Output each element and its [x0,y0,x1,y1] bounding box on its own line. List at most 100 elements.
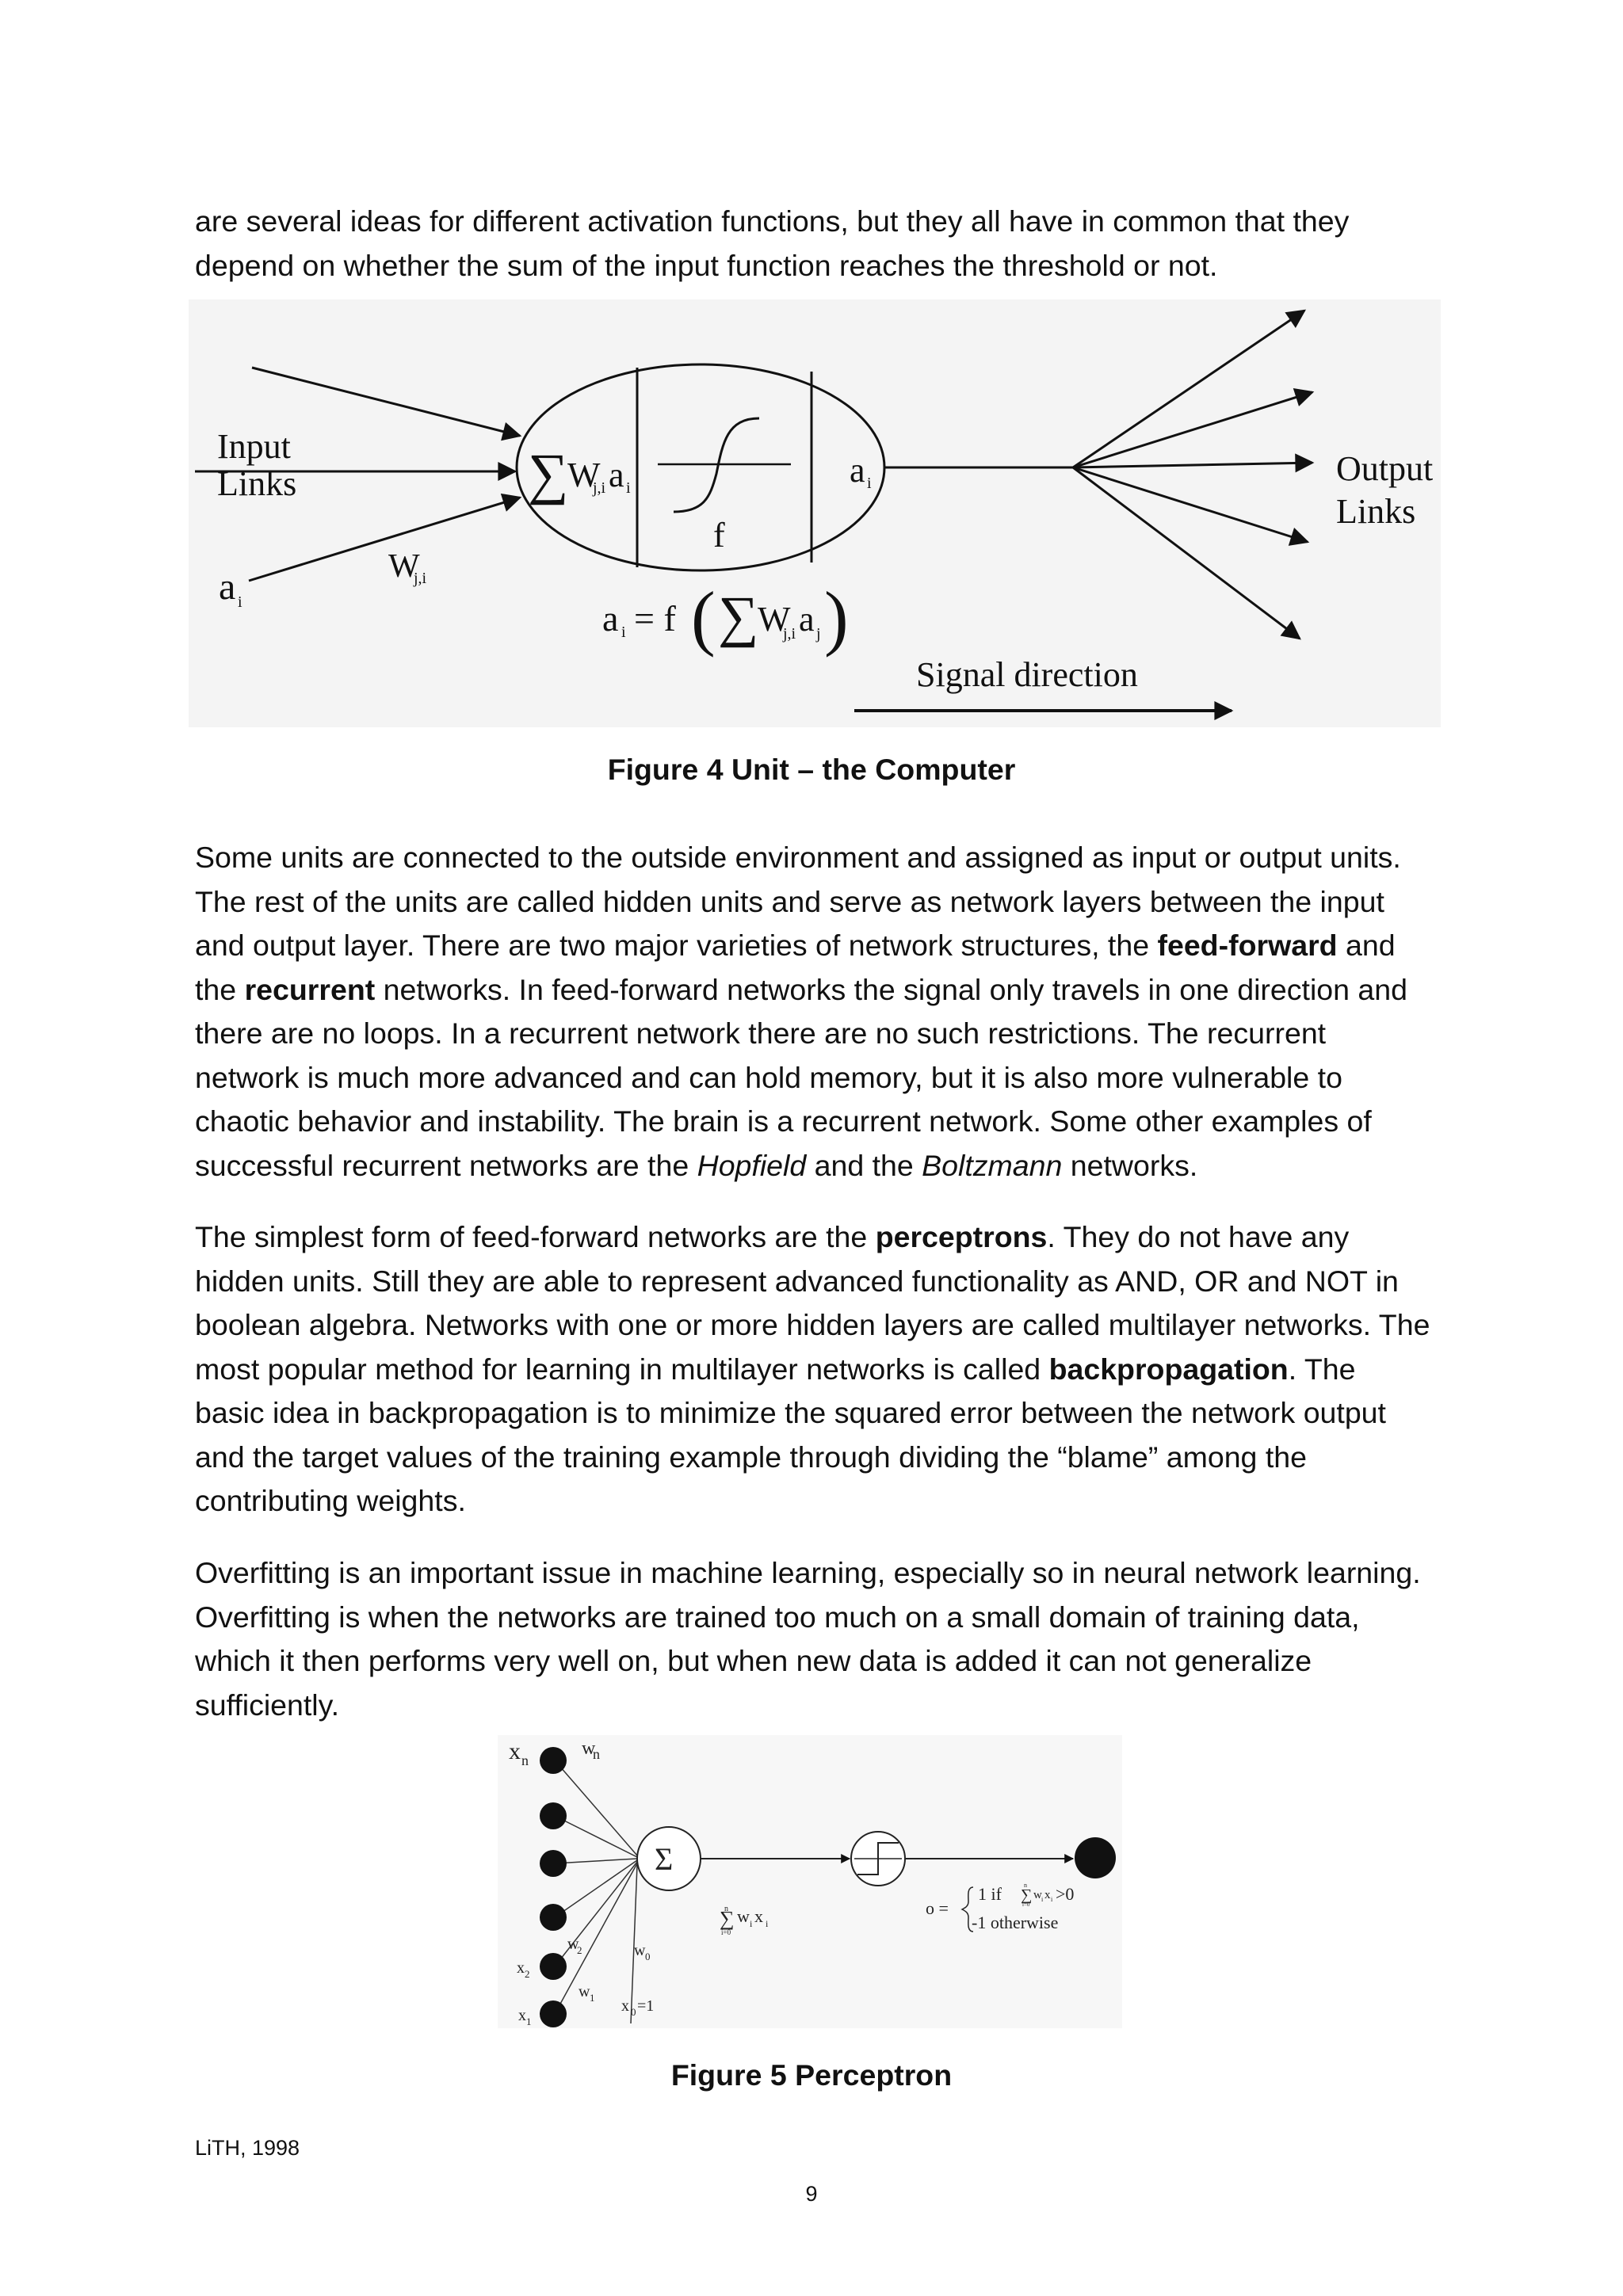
activation-curve [673,417,760,513]
label-wn-subscript: n [593,1746,600,1762]
formula-activation: a [799,600,815,639]
page-number: 9 [805,2182,818,2206]
output-case-1-w-subscript: i [1041,1896,1044,1903]
figure-5-background [498,1735,1122,2028]
figure-5-perceptron-diagram: x n w n w 2 x 2 w 1 x 1 w 0 x 0 =1 Σ n ∑… [498,1735,1122,2028]
label-w1-subscript: 1 [590,1992,595,2004]
output-case-1-sum-bottom: i=0 [1022,1901,1030,1908]
weight-label: W [388,548,420,585]
input-node-x2 [540,1953,567,1980]
formula-lhs: a [602,598,618,639]
footer-source: LiTH, 1998 [195,2136,300,2160]
output-case-1: 1 if [978,1884,1002,1904]
sum-expr-x-subscript: i [766,1918,769,1929]
input-node-3 [540,1850,567,1877]
label-x1: x [518,2007,526,2024]
output-label-line1: Output [1336,449,1433,488]
label-wn: w [582,1738,596,1759]
sum-expr-symbol: ∑ [720,1907,735,1930]
formula-weight-subscript: j,i [782,625,796,643]
formula-sum-symbol: ∑ [718,585,758,648]
connection-x2 [554,1861,638,1967]
sum-expr-w: w [737,1906,750,1926]
output-label-line2: Links [1336,492,1415,531]
activation-f-label: f [713,516,725,555]
label-w2-subscript: 2 [577,1944,582,1956]
sum-expr-x: x [754,1906,763,1926]
term-backpropagation: backpropagation [1048,1352,1289,1386]
connection-input-4 [554,1859,638,1918]
figure-5-caption: Figure 5 Perceptron [670,2058,953,2092]
intro-text: are several ideas for different activati… [195,204,1350,282]
label-w0-subscript: 0 [645,1951,651,1962]
sum-symbol: ∑ [528,442,568,505]
p1-run-1: Some units are connected to the outside … [195,841,1401,962]
connection-x1 [554,1863,638,2015]
formula-close-paren: ) [824,577,849,658]
label-x0: x [621,1997,629,2015]
term-boltzmann: Boltzmann [922,1148,1063,1182]
input-activation: a [219,566,235,608]
label-x2: x [517,1959,525,1977]
input-activation-subscript: i [238,593,242,611]
output-case-1-w: w [1033,1889,1042,1901]
label-w1: w [579,1983,590,2000]
label-w0: w [634,1942,646,1959]
sum-expr-w-subscript: i [750,1918,753,1929]
output-case-2: -1 otherwise [972,1913,1058,1932]
term-recurrent: recurrent [244,972,376,1006]
connection-x0 [630,1864,638,2024]
label-x2-subscript: 2 [525,1968,530,1980]
p1-run-2: and the [195,929,1396,1006]
sum-expr-bottom: i=0 [721,1928,731,1936]
output-case-1-x: x [1044,1889,1051,1901]
p2-run-1: The simplest form of feed-forward networ… [195,1220,876,1253]
input-label-line1: Input [217,427,291,466]
output-arrow-3 [1072,453,1315,473]
label-xn: x [509,1738,521,1764]
label-xn-subscript: n [521,1753,529,1768]
output-activation-subscript: i [867,475,872,492]
output-arrow-5 [1072,466,1301,640]
formula-equals-f: = f [634,598,676,639]
input-label-line2: Links [217,464,296,503]
output-arrow-1 [1072,309,1306,469]
connection-input-3 [554,1858,638,1864]
formula-lhs-subscript: i [621,624,626,641]
sum-weight: W [567,456,601,494]
sum-weight-subscript: j,i [592,479,606,497]
p2-run-2: . They do not have any hidden units. Sti… [195,1220,1430,1386]
input-node-x1 [540,2000,567,2027]
output-case-1-x-subscript: i [1051,1896,1053,1903]
figure-4-background [189,299,1441,727]
paragraph-overfitting: Overfitting is an important issue in mac… [195,1551,1431,1727]
term-feed-forward: feed-forward [1157,929,1338,962]
p1-run-4: and the [806,1148,922,1182]
output-arrow-4 [1072,466,1310,546]
output-case-1-sum: ∑ [1021,1886,1032,1904]
term-hopfield: Hopfield [697,1148,807,1182]
output-formula-lhs: o = [926,1898,949,1918]
label-x1-subscript: 1 [526,2016,532,2027]
formula-activation-subscript: j [815,625,821,643]
intro-paragraph: are several ideas for different activati… [195,200,1431,288]
p1-run-5: networks. [1062,1148,1198,1182]
figure-4-unit-diagram: Input Links Output Links ∑ W j,i a i f a… [189,299,1441,727]
formula-weight: W [758,600,791,639]
figure-4-caption: Figure 4 Unit – the Computer [607,753,1016,786]
p2-run-3: . The basic idea in backpropagation is t… [195,1352,1386,1518]
term-perceptrons: perceptrons [875,1220,1048,1253]
p1-run-3: networks. In feed-forward networks the s… [195,972,1407,1182]
connection-input-2 [554,1815,638,1858]
output-formula-brace [960,1886,974,1932]
label-x0-equals: =1 [637,1997,654,2015]
output-case-1-condition: >0 [1056,1884,1074,1904]
output-case-1-sum-top: n [1024,1882,1027,1889]
output-activation: a [850,451,865,490]
output-arrow-2 [1072,388,1315,469]
input-node-xn [540,1747,567,1774]
paragraph-1-text: Some units are connected to the outside … [195,836,1431,1188]
input-arrow-top [251,366,522,441]
label-x0-subscript: 0 [631,2006,636,2018]
paragraph-network-structures: Some units are connected to the outside … [195,836,1431,1188]
